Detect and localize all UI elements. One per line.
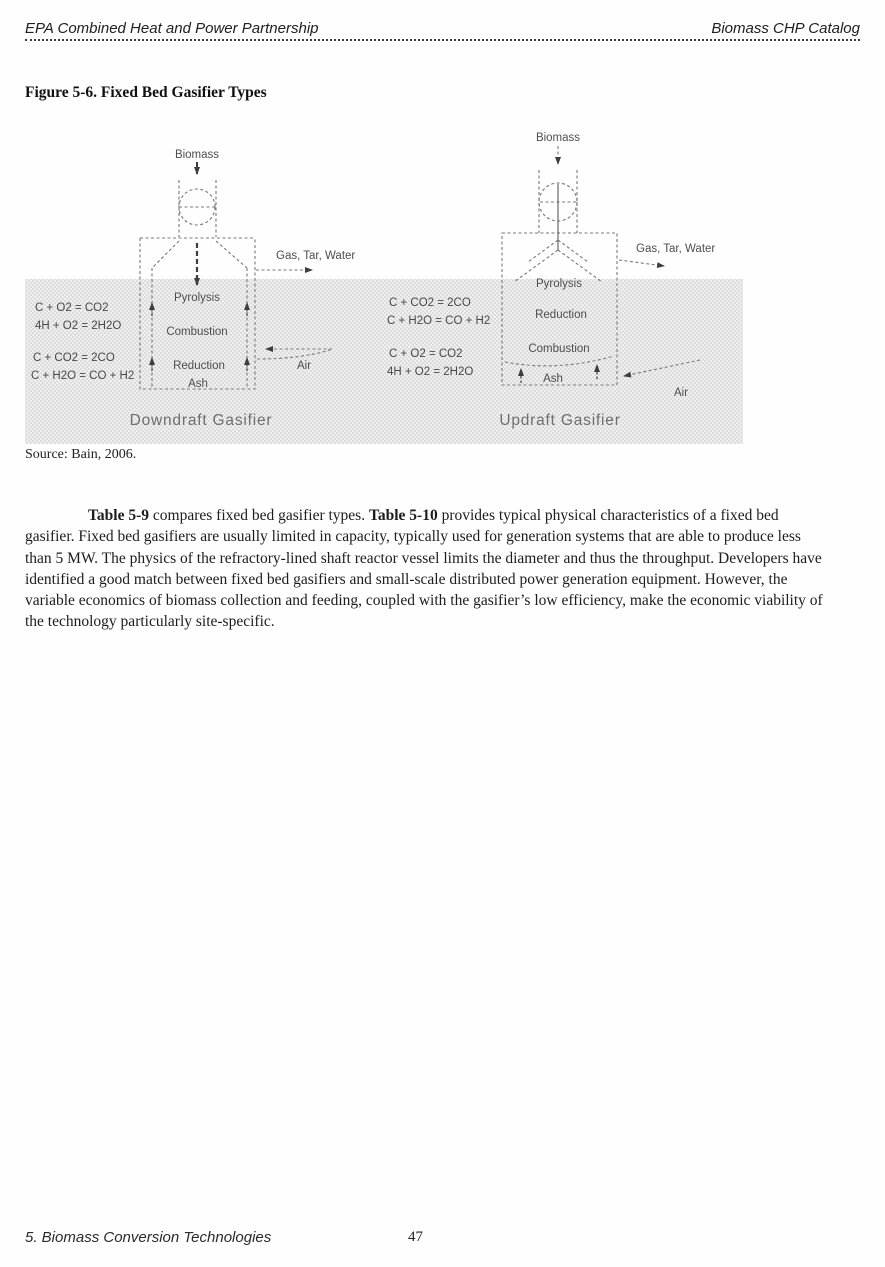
updraft-feed-chute <box>538 170 578 233</box>
downdraft-equations: C + O2 = CO2 4H + O2 = 2H2O C + CO2 = 2C… <box>31 302 134 382</box>
updraft-feed-spreader <box>513 222 603 283</box>
updraft-gasifier: Biomass Gas, Tar, Water Pyroly <box>387 132 715 429</box>
updraft-flow-arrows <box>518 364 600 383</box>
equation: 4H + O2 = 2H2O <box>387 366 473 378</box>
downdraft-zone-reduction: Reduction <box>173 360 225 372</box>
running-header: EPA Combined Heat and Power Partnership … <box>25 20 860 37</box>
downdraft-zone-pyrolysis: Pyrolysis <box>174 292 220 304</box>
running-header-left: EPA Combined Heat and Power Partnership <box>25 20 319 37</box>
table-5-9-reference: Table 5-9 <box>88 507 150 524</box>
equation: C + H2O = CO + H2 <box>387 315 490 327</box>
equation: C + CO2 = 2CO <box>389 297 471 309</box>
header-rule <box>25 39 860 41</box>
body-text: provides typical physical characteristic… <box>25 507 823 631</box>
updraft-airlock-valve-icon <box>538 182 578 222</box>
updraft-zone-ash: Ash <box>543 373 563 385</box>
updraft-air-label: Air <box>674 387 688 399</box>
equation: C + O2 = CO2 <box>35 302 109 314</box>
downdraft-zone-ash: Ash <box>188 378 208 390</box>
downdraft-feed-chute <box>178 180 217 237</box>
updraft-zone-combustion: Combustion <box>528 343 589 355</box>
updraft-vessel-outline <box>501 232 618 386</box>
updraft-grate <box>504 355 615 367</box>
updraft-gas-out-arrow <box>618 259 665 269</box>
footer-section-title: 5. Biomass Conversion Technologies <box>25 1229 272 1246</box>
halftone-band <box>25 279 743 444</box>
figure-source: Source: Bain, 2006. <box>25 447 137 462</box>
downdraft-air-duct <box>256 349 331 360</box>
figure-5-6-diagram: Biomass <box>25 132 743 444</box>
downdraft-updraft-flow-arrows <box>149 302 250 371</box>
updraft-zone-pyrolysis: Pyrolysis <box>536 278 582 290</box>
downdraft-gasifier: Biomass <box>31 149 355 429</box>
table-5-10-reference: Table 5-10 <box>368 507 438 524</box>
downdraft-biomass-label: Biomass <box>175 149 219 161</box>
updraft-equations: C + CO2 = 2CO C + H2O = CO + H2 C + O2 =… <box>387 297 490 378</box>
downdraft-gas-out-label: Gas, Tar, Water <box>276 250 355 262</box>
downdraft-caption: Downdraft Gasifier <box>130 412 273 429</box>
page-footer: 5. Biomass Conversion Technologies 47 <box>25 1229 835 1247</box>
running-header-right: Biomass CHP Catalog <box>711 20 860 37</box>
downdraft-air-label: Air <box>297 360 311 372</box>
body-paragraph: Table 5-9 compares fixed bed gasifier ty… <box>25 505 823 633</box>
updraft-gas-out-label: Gas, Tar, Water <box>636 243 715 255</box>
updraft-air-arrow <box>623 359 701 378</box>
updraft-zone-reduction: Reduction <box>535 309 587 321</box>
downdraft-airlock-valve-icon <box>178 188 216 226</box>
updraft-caption: Updraft Gasifier <box>499 412 620 429</box>
equation: C + CO2 = 2CO <box>33 352 115 364</box>
equation: C + H2O = CO + H2 <box>31 370 134 382</box>
body-text: compares fixed bed gasifier types. <box>149 507 369 524</box>
equation: C + O2 = CO2 <box>389 348 463 360</box>
footer-page-number: 47 <box>408 1229 423 1245</box>
figure-title: Figure 5-6. Fixed Bed Gasifier Types <box>25 84 267 101</box>
downdraft-zone-combustion: Combustion <box>166 326 227 338</box>
updraft-biomass-label: Biomass <box>536 132 580 144</box>
equation: 4H + O2 = 2H2O <box>35 320 121 332</box>
